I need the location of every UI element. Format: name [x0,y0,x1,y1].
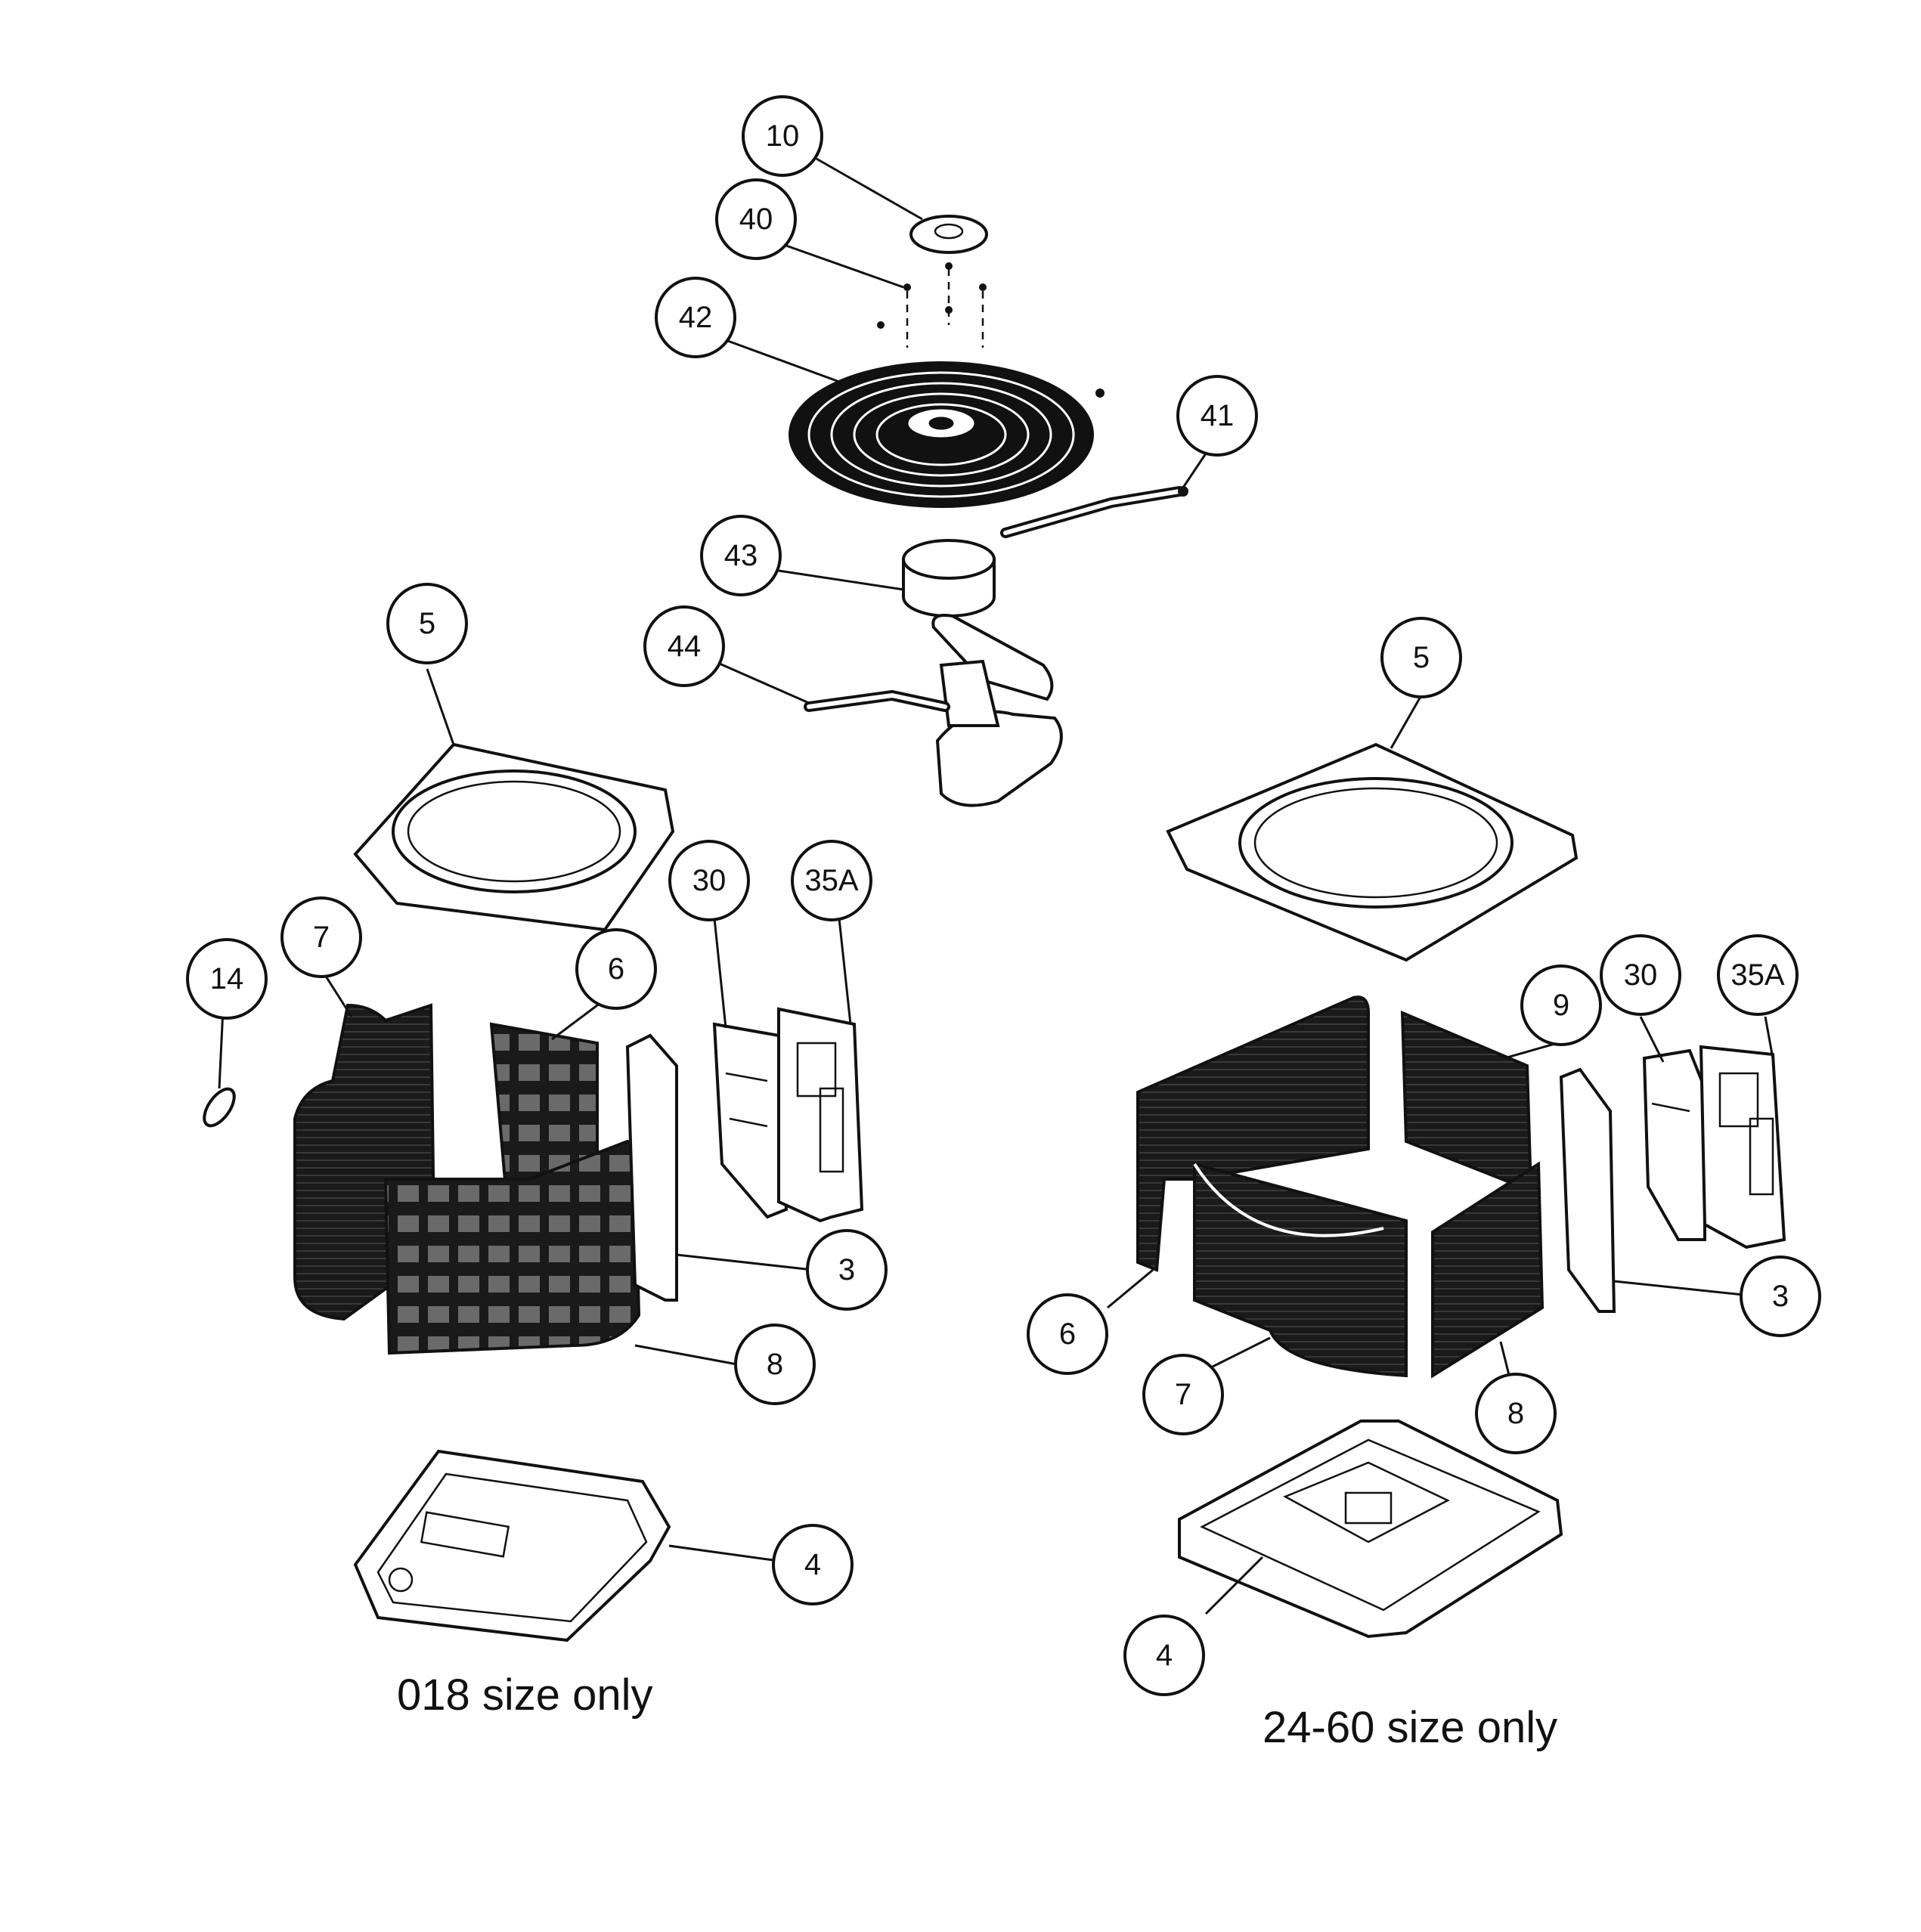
callout-left-4: 4 [772,1524,854,1605]
right-control-box [1642,1048,1706,1241]
svg-text:14: 14 [210,962,244,995]
fan-cap [909,215,988,254]
svg-text:35A: 35A [1730,958,1784,992]
callout-right-7: 7 [1142,1354,1224,1435]
callout-right-6: 6 [1027,1293,1108,1375]
right-coil-9 [1400,1010,1533,1193]
callout-left-35a: 35A [791,840,872,921]
callout-41: 41 [1176,375,1258,457]
callout-left-3: 3 [806,1229,888,1311]
right-base-pan [1178,1420,1563,1639]
callout-left-8: 8 [734,1324,816,1405]
svg-text:5: 5 [1413,641,1430,674]
svg-text:43: 43 [724,539,758,572]
callout-right-8: 8 [1475,1373,1557,1454]
right-coil-8 [1431,1161,1545,1379]
svg-text:30: 30 [1624,958,1658,992]
callout-left-5: 5 [386,583,468,664]
svg-text:8: 8 [1507,1397,1524,1430]
callout-left-6: 6 [575,928,657,1010]
callout-left-14: 14 [186,938,268,1020]
callout-left-7: 7 [280,896,362,978]
svg-text:3: 3 [1772,1280,1789,1313]
callout-right-35a: 35A [1717,934,1799,1016]
right-top-cover [1166,742,1579,962]
svg-text:41: 41 [1201,399,1235,432]
callout-42: 42 [655,277,736,358]
callout-right-4: 4 [1123,1615,1205,1696]
svg-text:40: 40 [739,203,773,236]
callout-right-9: 9 [1520,964,1602,1046]
caption-left: 018 size only [397,1670,653,1720]
callout-left-30: 30 [668,840,750,921]
grille-screws [877,262,987,348]
left-top-cover [353,742,675,932]
svg-text:44: 44 [668,630,702,663]
callout-44: 44 [643,605,725,687]
left-base-pan [353,1449,671,1643]
fan-grille [789,361,1105,508]
fan-motor [902,539,996,618]
callout-40: 40 [715,178,797,260]
callout-43: 43 [700,515,782,596]
svg-text:3: 3 [838,1253,855,1286]
svg-text:5: 5 [419,607,435,640]
motor-wire [1000,486,1188,538]
callout-10: 10 [742,95,823,177]
svg-text:30: 30 [692,864,727,897]
left-control-box [712,1022,789,1219]
svg-text:4: 4 [804,1548,821,1581]
callout-right-3: 3 [1740,1255,1821,1337]
left-corner-post [625,1033,678,1302]
svg-text:7: 7 [1175,1378,1191,1411]
svg-text:42: 42 [679,301,713,334]
right-coil-6 [1136,995,1370,1272]
svg-text:8: 8 [767,1348,783,1381]
svg-text:7: 7 [313,921,330,954]
right-coil-7 [1193,1162,1408,1378]
svg-text:10: 10 [766,119,800,153]
right-access-panel [1699,1045,1786,1249]
svg-text:4: 4 [1156,1639,1173,1672]
leader-lines [218,157,1774,1615]
right-corner-post [1559,1067,1616,1313]
left-part-14 [203,1087,236,1128]
svg-text:9: 9 [1553,989,1569,1022]
svg-text:6: 6 [608,952,624,986]
callout-right-30: 30 [1600,934,1681,1016]
left-access-panel [777,1007,864,1223]
fan-blade [804,614,1063,807]
svg-text:6: 6 [1059,1317,1076,1351]
callout-right-5: 5 [1380,617,1462,698]
svg-text:35A: 35A [804,864,858,897]
caption-right: 24-60 size only [1263,1703,1557,1752]
